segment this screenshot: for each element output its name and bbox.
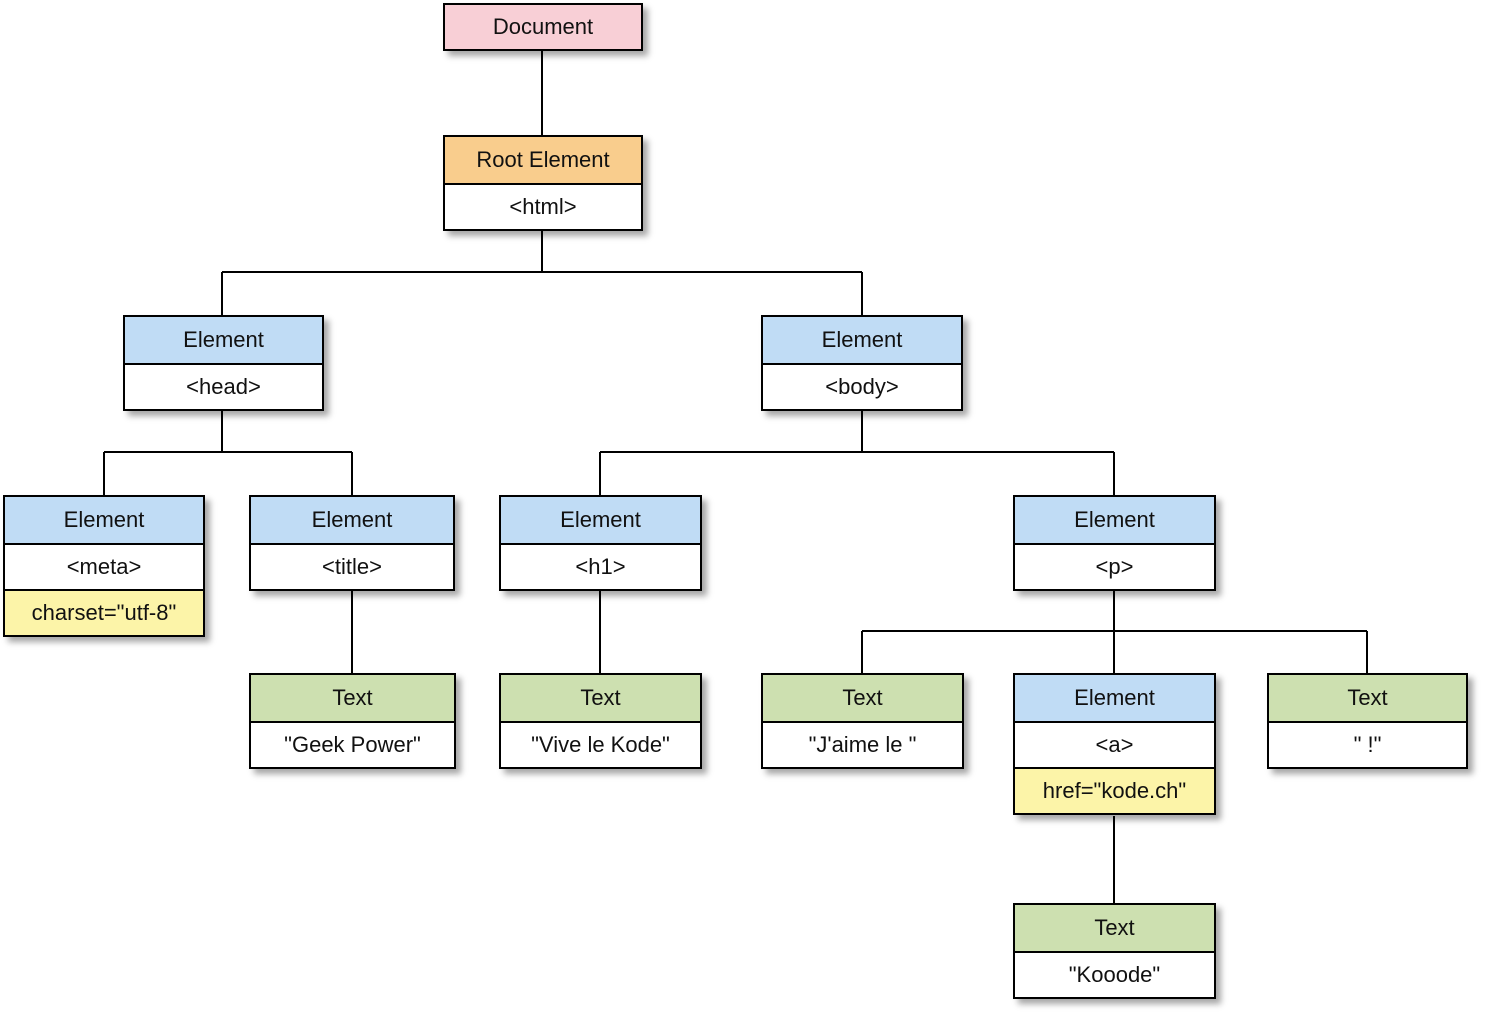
- node-head: Element <head>: [123, 315, 324, 411]
- node-type-label: Text: [1269, 675, 1466, 721]
- node-value-label: "J'aime le ": [763, 721, 962, 767]
- node-type-label: Element: [501, 497, 700, 543]
- node-type-label: Element: [251, 497, 453, 543]
- node-type-label: Element: [763, 317, 961, 363]
- node-a: Element <a> href="kode.ch": [1013, 673, 1216, 815]
- node-value-label: <p>: [1015, 543, 1214, 589]
- node-value-label: <title>: [251, 543, 453, 589]
- node-value-label: "Kooode": [1015, 951, 1214, 997]
- node-p: Element <p>: [1013, 495, 1216, 591]
- node-p-text-1: Text "J'aime le ": [761, 673, 964, 769]
- node-type-label: Text: [501, 675, 700, 721]
- node-value-label: <meta>: [5, 543, 203, 589]
- node-document: Document: [443, 3, 643, 51]
- node-p-text-2: Text " !": [1267, 673, 1468, 769]
- node-type-label: Element: [5, 497, 203, 543]
- node-type-label: Element: [125, 317, 322, 363]
- node-value-label: "Geek Power": [251, 721, 454, 767]
- node-attribute-label: charset="utf-8": [5, 589, 203, 635]
- node-value-label: <html>: [445, 183, 641, 229]
- node-value-label: " !": [1269, 721, 1466, 767]
- node-title: Element <title>: [249, 495, 455, 591]
- node-html: Root Element <html>: [443, 135, 643, 231]
- node-value-label: <head>: [125, 363, 322, 409]
- node-value-label: <a>: [1015, 721, 1214, 767]
- node-type-label: Document: [445, 5, 641, 49]
- node-type-label: Element: [1015, 497, 1214, 543]
- node-meta: Element <meta> charset="utf-8": [3, 495, 205, 637]
- node-value-label: "Vive le Kode": [501, 721, 700, 767]
- node-a-text: Text "Kooode": [1013, 903, 1216, 999]
- node-value-label: <h1>: [501, 543, 700, 589]
- node-type-label: Root Element: [445, 137, 641, 183]
- node-attribute-label: href="kode.ch": [1015, 767, 1214, 813]
- node-value-label: <body>: [763, 363, 961, 409]
- node-type-label: Text: [251, 675, 454, 721]
- node-type-label: Text: [763, 675, 962, 721]
- node-title-text: Text "Geek Power": [249, 673, 456, 769]
- node-h1-text: Text "Vive le Kode": [499, 673, 702, 769]
- node-type-label: Element: [1015, 675, 1214, 721]
- node-body: Element <body>: [761, 315, 963, 411]
- node-type-label: Text: [1015, 905, 1214, 951]
- node-h1: Element <h1>: [499, 495, 702, 591]
